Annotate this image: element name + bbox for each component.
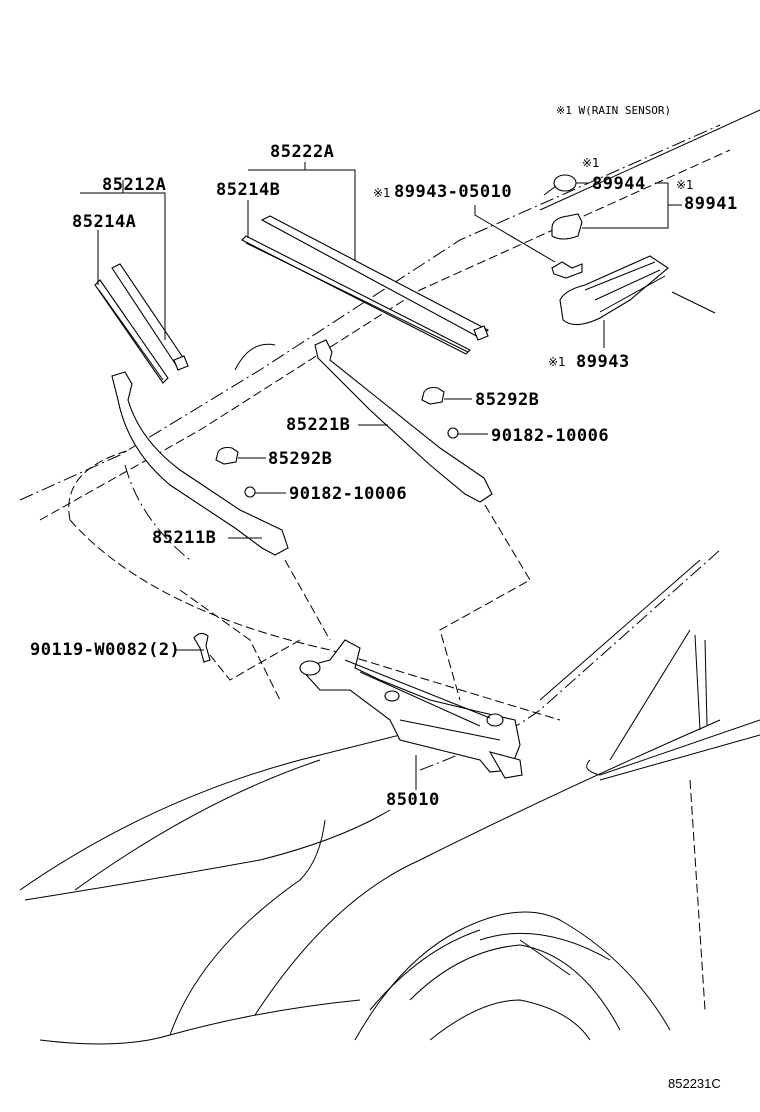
label-85211B[interactable]: 85211B [152,528,217,548]
rain-sensor-note: ※1 W(RAIN SENSOR) [556,104,672,117]
label-90182-10006-right[interactable]: 90182-10006 [491,426,610,446]
nut-90182-left [244,486,256,498]
figure-code: 852231C [668,1076,721,1091]
label-90119-W0082[interactable]: 90119-W0082(2) [30,640,181,660]
part-89944 [553,174,577,192]
label-85292B-left[interactable]: 85292B [268,449,333,469]
arm-85211B [111,371,289,556]
cap-85292B-right [421,386,445,405]
part-89941 [551,213,583,240]
blade-85222A [260,215,489,341]
label-85010[interactable]: 85010 [386,790,440,810]
cover-89943 [559,255,669,326]
blade-85214B [241,235,471,355]
rain-sensor-marker: ※1 [548,355,566,369]
label-85222A[interactable]: 85222A [270,142,335,162]
rain-sensor-marker: ※1 [373,186,391,200]
label-85212A[interactable]: 85212A [102,175,167,195]
body-bump [234,343,276,371]
rain-sensor-marker: ※1 [582,156,600,170]
bolt-90119 [193,632,211,663]
arm-85221B [314,339,493,503]
clip-89943-05010 [551,261,583,279]
label-89941[interactable]: 89941 [684,194,738,214]
label-85214A[interactable]: 85214A [72,212,137,232]
label-90182-10006-left[interactable]: 90182-10006 [289,484,408,504]
leader-lines [80,162,716,790]
car-body-lines [19,109,760,1045]
rain-sensor-marker: ※1 [676,178,694,192]
label-89944[interactable]: 89944 [592,174,646,194]
motor-linkage-85010 [298,639,523,779]
label-85221B[interactable]: 85221B [286,415,351,435]
blade-85212A [111,263,189,371]
label-85214B[interactable]: 85214B [216,180,281,200]
label-89943-05010[interactable]: 89943-05010 [394,182,513,202]
nut-90182-right [447,427,459,439]
label-85292B-right[interactable]: 85292B [475,390,540,410]
cap-85292B-left [215,446,239,465]
label-89943[interactable]: 89943 [576,352,630,372]
